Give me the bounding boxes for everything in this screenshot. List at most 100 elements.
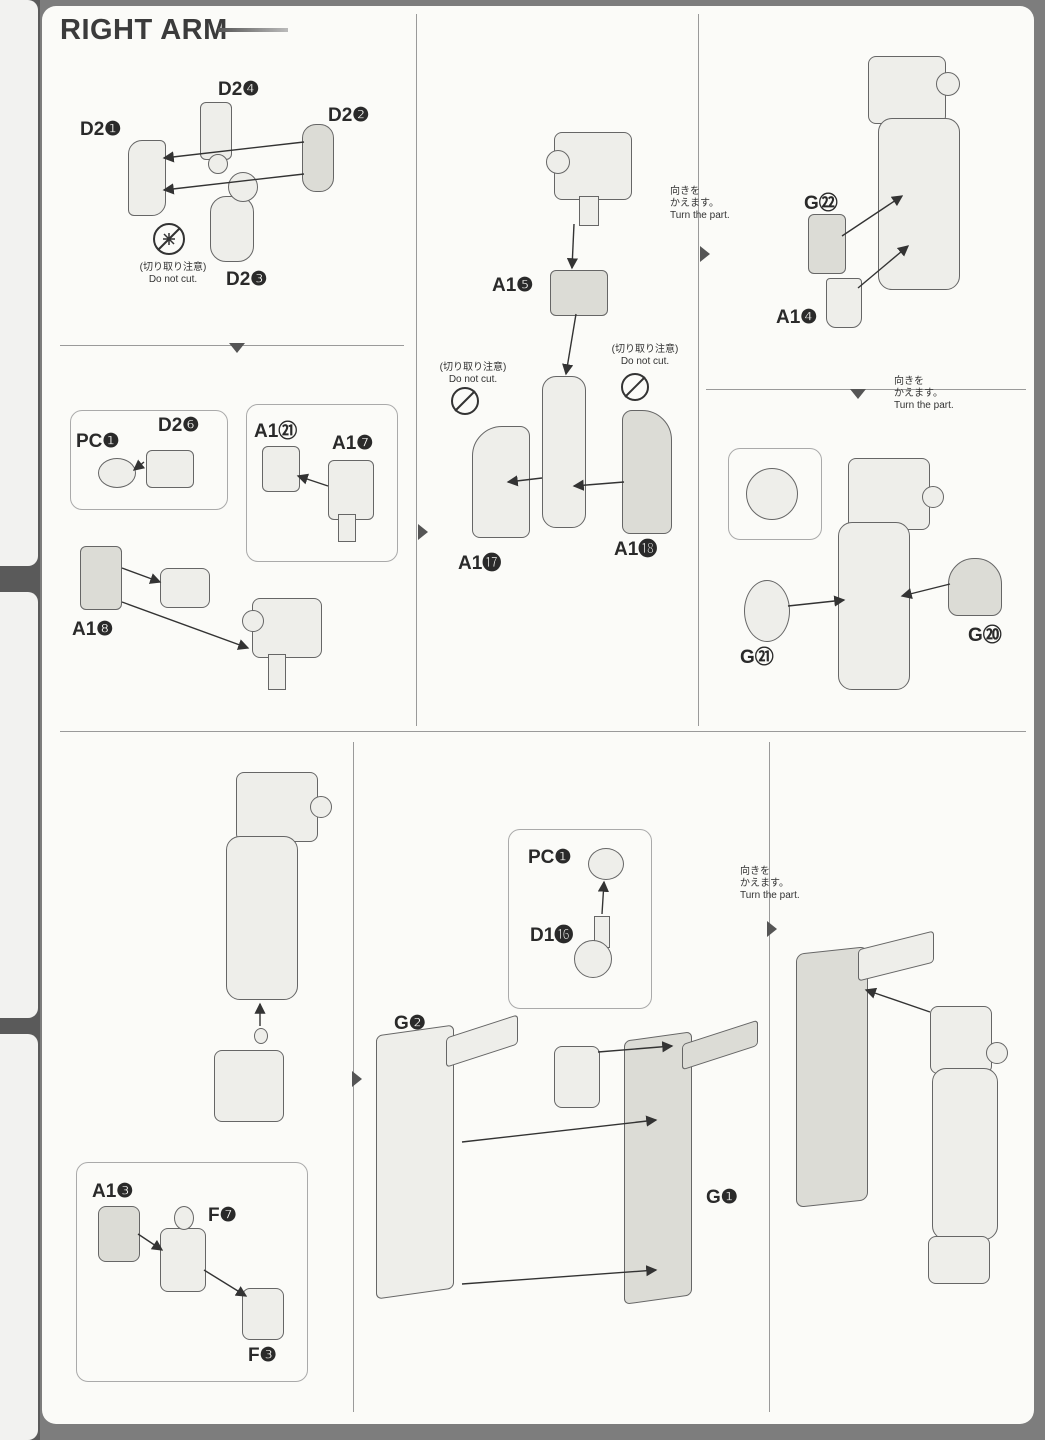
step-arrow-right-2 bbox=[700, 246, 710, 262]
note-text-jp: (切り取り注意) bbox=[139, 262, 207, 273]
note-do-not-cut-1: (切り取り注意) Do not cut. bbox=[130, 262, 216, 286]
label-d2-1: D2❶ bbox=[80, 119, 122, 140]
note-turn-part-3: 向きを かえます。 Turn the part. bbox=[740, 866, 800, 902]
part-f-7-ball bbox=[174, 1206, 194, 1230]
part-shoulder-block-6 bbox=[930, 1006, 992, 1074]
note-turn-part-2: 向きを かえます。 Turn the part. bbox=[894, 376, 954, 412]
arrow-a13 bbox=[137, 1233, 164, 1251]
label-a1-5: A1❺ bbox=[492, 275, 534, 296]
instruction-page: RIGHT ARM D2❹ D2❶ D2❷ D2❸ (切り取り注意) Do no… bbox=[42, 6, 1034, 1424]
do-not-cut-icon-3 bbox=[621, 373, 649, 401]
part-upper-arm-core bbox=[542, 376, 586, 528]
note-turn-part-1: 向きを かえます。 Turn the part. bbox=[670, 186, 730, 222]
note-turn-jp-1: 向きを bbox=[670, 186, 700, 197]
part-d2-1 bbox=[128, 140, 166, 216]
arrow-core-to-a117 bbox=[506, 475, 543, 487]
arrow-a15-to-core bbox=[562, 313, 577, 376]
label-a1-18: A1⓲ bbox=[614, 539, 658, 560]
arrow-a14 bbox=[857, 245, 910, 289]
label-g-1: G❶ bbox=[706, 1187, 738, 1208]
do-not-cut-icon-2 bbox=[451, 387, 479, 415]
assembly-arrows bbox=[121, 141, 951, 1297]
part-shoulder-ball-4 bbox=[922, 486, 944, 508]
arrow-d22-to-d21 bbox=[162, 141, 305, 163]
part-shoulder-peg-3 bbox=[268, 654, 286, 690]
label-g-22: G㉒ bbox=[804, 193, 838, 214]
note-turn-en: Turn the part. bbox=[740, 890, 800, 901]
step-arrow-right-3 bbox=[352, 1071, 362, 1087]
step-arrow-down-1 bbox=[229, 343, 245, 353]
part-a1-7-peg bbox=[338, 514, 356, 542]
label-d2-6: D2❻ bbox=[158, 415, 200, 436]
part-shoulder-ball-5 bbox=[310, 796, 332, 818]
label-f-7: F❼ bbox=[208, 1205, 237, 1226]
divider-v2 bbox=[698, 14, 699, 726]
part-shoulder-ball bbox=[546, 150, 570, 174]
part-joint-detail bbox=[746, 468, 798, 520]
part-shoulder-block-2 bbox=[868, 56, 946, 124]
note-do-not-cut-2: (切り取り注意) Do not cut. bbox=[430, 362, 516, 386]
left-page-edge bbox=[0, 0, 40, 1440]
divider-h-right bbox=[706, 389, 1026, 390]
label-d1-16: D1⓰ bbox=[530, 925, 574, 946]
arrow-arm-shield bbox=[864, 987, 931, 1013]
divider-v4 bbox=[769, 742, 770, 1412]
part-d1-16 bbox=[574, 940, 612, 978]
part-d2-3-ring bbox=[228, 172, 258, 202]
arrow-g2-g1-top bbox=[461, 1115, 658, 1143]
part-d2-4-ring bbox=[208, 154, 228, 174]
part-hand-assembled bbox=[214, 1050, 284, 1122]
label-f-3: F❸ bbox=[248, 1345, 277, 1366]
part-shoulder-ball-6 bbox=[986, 1042, 1008, 1064]
part-shoulder-block-4 bbox=[848, 458, 930, 530]
label-a1-4: A1❹ bbox=[776, 307, 818, 328]
arrow-d22-to-d21b bbox=[162, 173, 305, 195]
part-g-22 bbox=[808, 214, 846, 274]
label-pc-1b: PC❶ bbox=[528, 847, 572, 868]
arrow-g21 bbox=[787, 595, 846, 607]
label-d2-4: D2❹ bbox=[218, 79, 260, 100]
step-arrow-right-4 bbox=[767, 921, 777, 937]
part-shoulder-peg bbox=[579, 196, 599, 226]
part-a1-7 bbox=[328, 460, 374, 520]
part-arm-assembly-4 bbox=[932, 1068, 998, 1240]
left-tab-middle bbox=[0, 592, 38, 1018]
arrow-g22 bbox=[841, 195, 904, 237]
step-arrow-down-2 bbox=[850, 389, 866, 399]
note-text-en: Do not cut. bbox=[148, 274, 198, 285]
label-g-21: G㉑ bbox=[740, 647, 774, 668]
label-a1-3: A1❸ bbox=[92, 1181, 134, 1202]
note-text-en: Do not cut. bbox=[620, 356, 670, 367]
label-g-20: G⑳ bbox=[968, 625, 1002, 646]
arrow-a18-shoulder bbox=[121, 601, 250, 650]
label-a1-8: A1❽ bbox=[72, 619, 114, 640]
arrow-d116-pc1 bbox=[597, 880, 609, 915]
callout-pc1-d116 bbox=[508, 829, 652, 1009]
part-a1-4 bbox=[826, 278, 862, 328]
part-a1-3 bbox=[98, 1206, 140, 1262]
title-underline bbox=[218, 28, 288, 32]
divider-h-main bbox=[60, 731, 1026, 732]
arrow-peg-to-a15 bbox=[566, 223, 579, 270]
note-turn-jp-1: 向きを bbox=[894, 376, 924, 387]
left-tab-lower bbox=[0, 1034, 38, 1440]
label-d2-2: D2❷ bbox=[328, 105, 370, 126]
page-title: RIGHT ARM bbox=[60, 14, 228, 46]
part-g-21 bbox=[744, 580, 790, 642]
part-shoulder-ball-3 bbox=[242, 610, 264, 632]
part-a1-17 bbox=[472, 426, 530, 538]
arrow-g2-g1-bottom bbox=[461, 1265, 658, 1285]
part-d2-2 bbox=[302, 124, 334, 192]
part-d2-6 bbox=[146, 450, 194, 488]
part-g-20 bbox=[948, 558, 1002, 616]
left-tab-upper bbox=[0, 0, 38, 566]
arrow-a18-joint bbox=[121, 567, 162, 584]
note-turn-jp-2: かえます。 bbox=[740, 878, 789, 889]
note-do-not-cut-3: (切り取り注意) Do not cut. bbox=[602, 344, 688, 368]
part-a1-21 bbox=[262, 446, 300, 492]
arrow-joint-g1 bbox=[597, 1041, 674, 1053]
note-turn-en: Turn the part. bbox=[670, 210, 730, 221]
part-pc-1 bbox=[98, 458, 136, 488]
arrow-a118-to-core bbox=[572, 479, 625, 491]
part-hand-ball bbox=[254, 1028, 268, 1044]
